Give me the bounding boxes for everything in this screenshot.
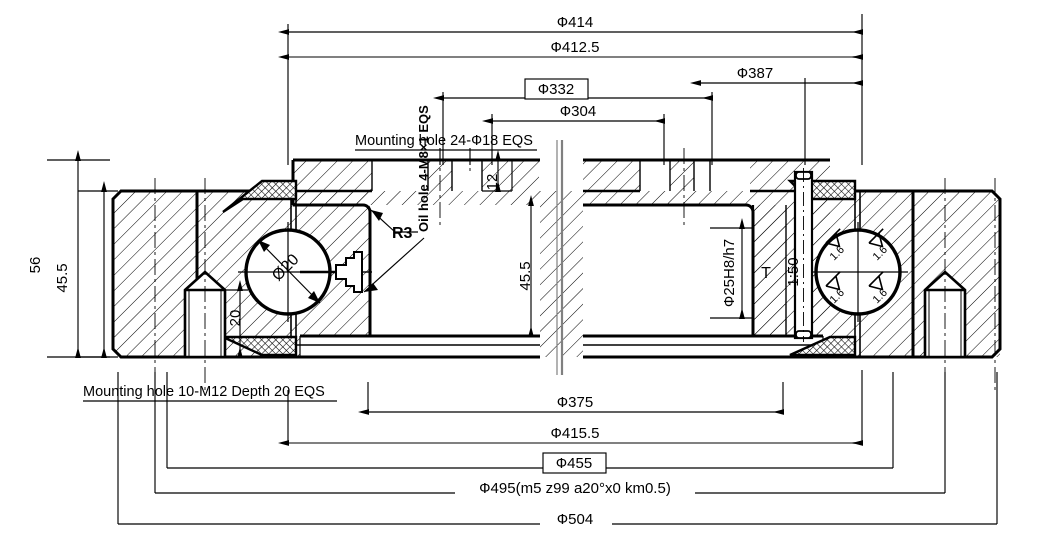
dimtext-v20: 20 bbox=[227, 310, 244, 327]
label-mounting-hole-top: Mounting hole 24-Ф18 EQS bbox=[355, 133, 533, 149]
taper-plug bbox=[793, 168, 814, 342]
ball-right bbox=[808, 222, 908, 322]
leader-oil-hole bbox=[363, 237, 425, 293]
label-oil-hole: Oil hole 4-M8×1 EQS bbox=[416, 105, 431, 232]
dimtext-d332: Ф332 bbox=[538, 81, 574, 98]
label-plug-taper: 1:50 bbox=[785, 257, 802, 286]
roughness-symbol-1 bbox=[825, 228, 841, 248]
dimtext-d412_5: Ф412.5 bbox=[551, 39, 600, 56]
dimtext-d495: Ф495(m5 z99 a20°x0 km0.5) bbox=[479, 480, 671, 497]
dimtext-d387: Ф387 bbox=[737, 65, 773, 82]
roughness-symbols bbox=[825, 228, 884, 291]
dimtext-d304: Ф304 bbox=[560, 103, 596, 120]
dimension-texts: Ф414 Ф412.5 Ф332 Ф387 Ф304 Ф375 Ф415.5 Ф… bbox=[27, 14, 773, 529]
label-thickness-symbol: T bbox=[761, 265, 771, 282]
leader-lines bbox=[257, 148, 471, 304]
dimtext-d415_5: Ф415.5 bbox=[551, 425, 600, 442]
leader-ball bbox=[257, 239, 321, 304]
bearing-geometry bbox=[111, 140, 1002, 392]
dimtext-d504: Ф504 bbox=[557, 511, 593, 528]
dimension-lines bbox=[47, 14, 998, 525]
roughness-symbol-2 bbox=[868, 228, 884, 248]
dimtext-v45_5-mid: 45.5 bbox=[517, 261, 534, 290]
dimbox-d332 bbox=[524, 78, 589, 100]
dimtext-d455: Ф455 bbox=[556, 455, 592, 472]
annotation-texts: Mounting hole 24-Ф18 EQS Mounting hole 1… bbox=[83, 105, 890, 402]
oil-nipple bbox=[300, 251, 372, 293]
seal-lower-right bbox=[789, 335, 857, 357]
seal-upper-left bbox=[222, 179, 298, 214]
roughness-symbol-3 bbox=[825, 271, 841, 291]
label-mounting-hole-bottom: Mounting hole 10-M12 Depth 20 EQS bbox=[83, 384, 325, 400]
label-bore-fit: Ф25H8/h7 bbox=[721, 239, 738, 307]
ball-left bbox=[238, 222, 338, 322]
dimtext-v56: 56 bbox=[27, 257, 44, 274]
dimtext-v45_5: 45.5 bbox=[54, 263, 71, 292]
roughness-symbol-4 bbox=[868, 271, 884, 291]
dimtext-d414: Ф414 bbox=[557, 14, 593, 31]
dimbox-d455 bbox=[542, 452, 607, 474]
label-r3: R3 bbox=[392, 225, 413, 242]
dimtext-d375: Ф375 bbox=[557, 394, 593, 411]
dimtext-v12: 12 bbox=[484, 174, 501, 191]
